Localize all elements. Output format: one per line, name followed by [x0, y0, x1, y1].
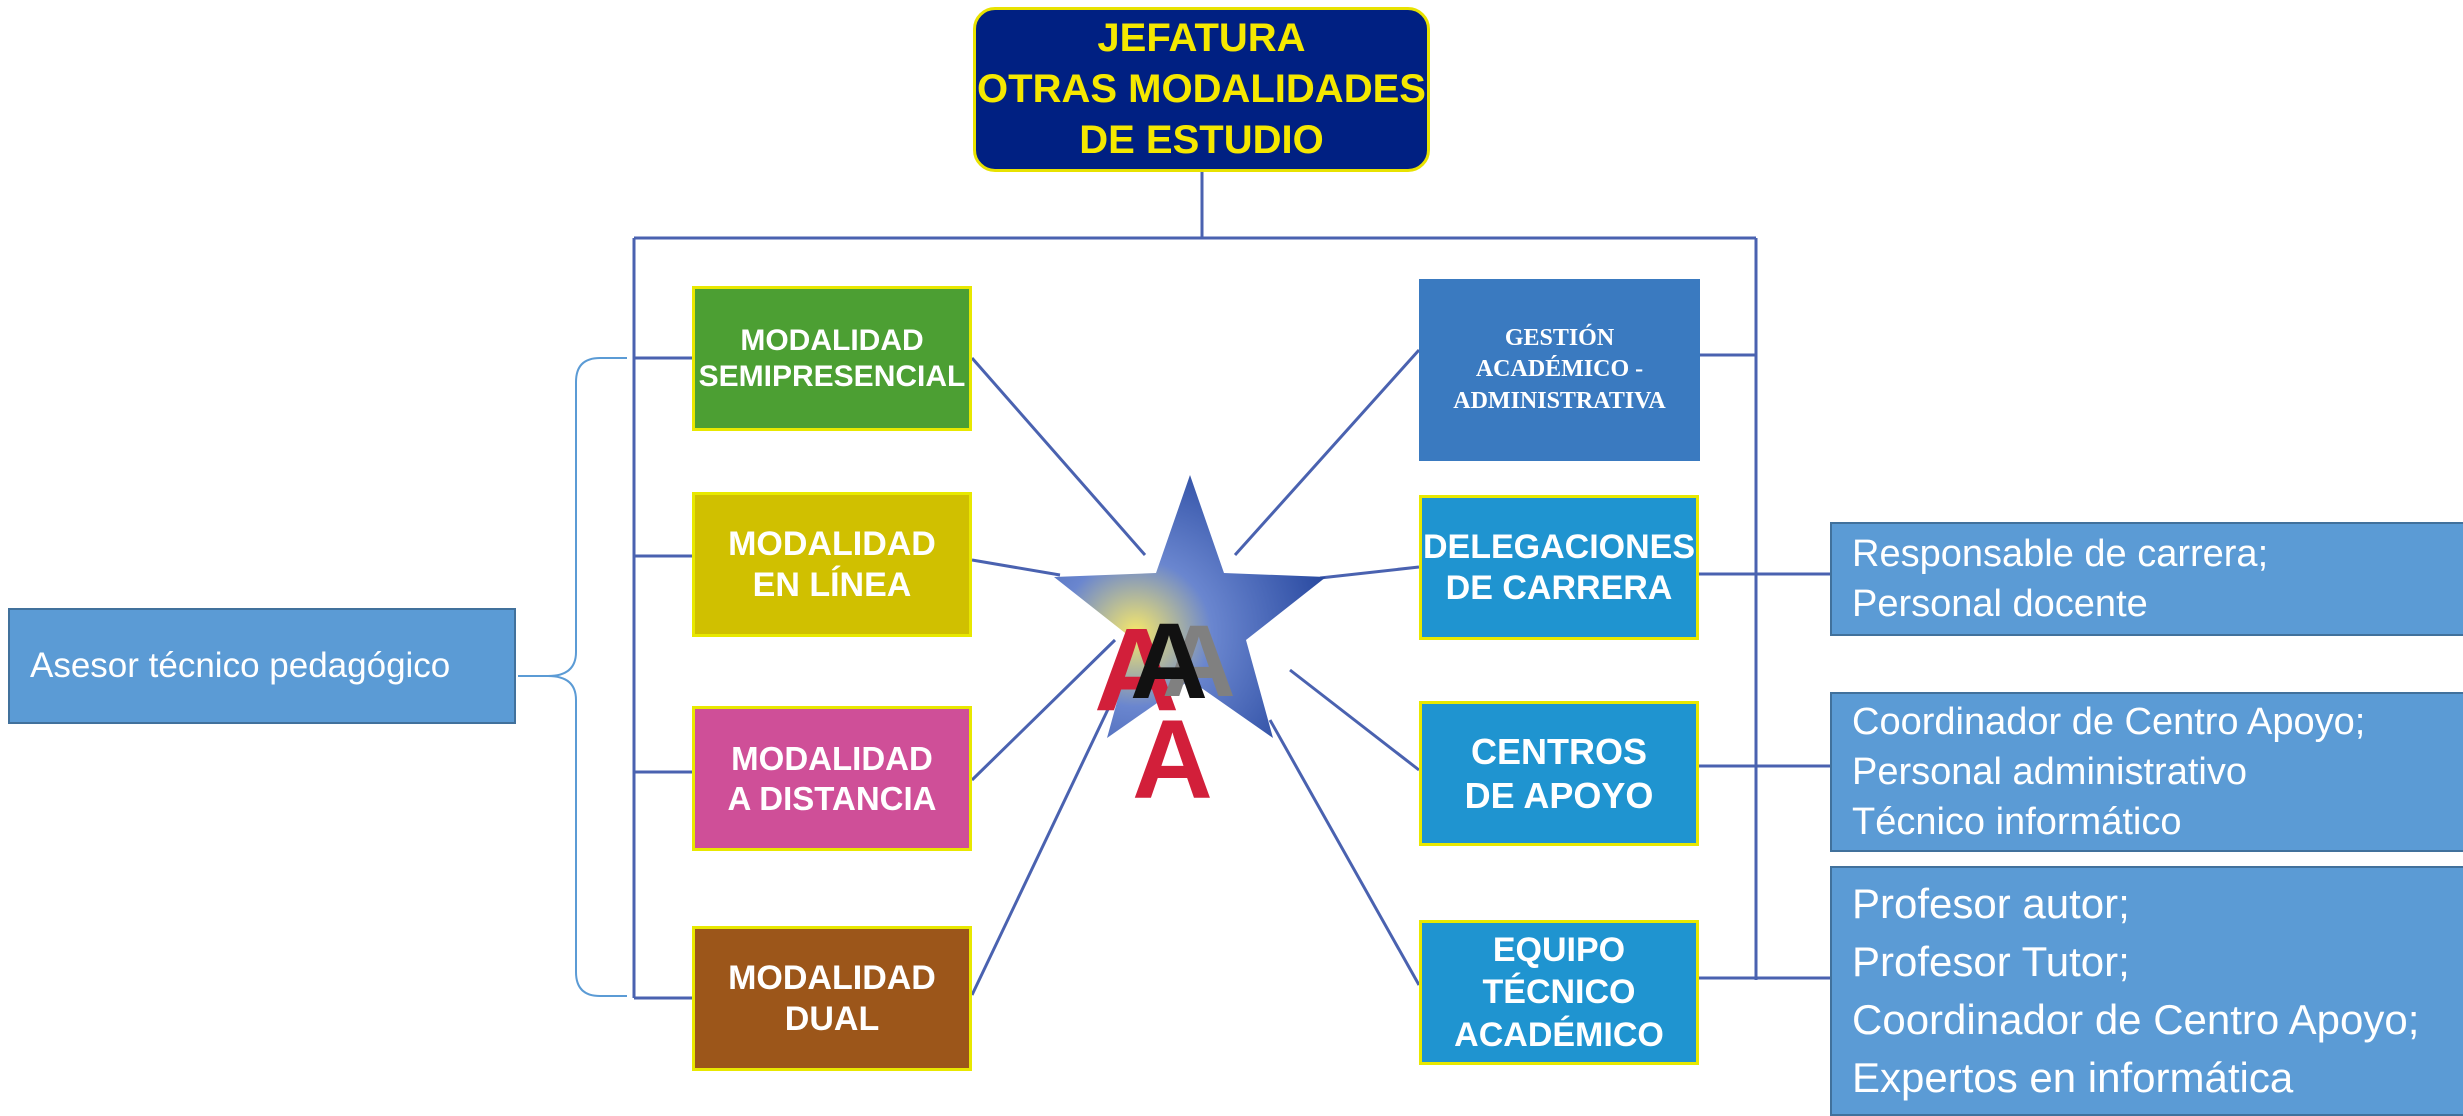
jefatura-line-3: DE ESTUDIO: [1079, 118, 1324, 163]
centros-apoyo-box: CENTROS DE APOYO: [1419, 701, 1699, 846]
delegaciones-box: DELEGACIONES DE CARRERA: [1419, 495, 1699, 640]
box-line: DE CARRERA: [1445, 568, 1673, 607]
note-line: Asesor técnico pedagógico: [30, 646, 451, 685]
svg-text:A: A: [1132, 697, 1213, 810]
box-line: MODALIDAD: [728, 524, 936, 563]
box-line: TÉCNICO: [1482, 973, 1636, 1012]
box-line: A DISTANCIA: [727, 779, 937, 817]
box-line: CENTROS: [1470, 731, 1647, 773]
box-line: DUAL: [784, 999, 880, 1038]
delegaciones-note: Responsable de carrera; Personal docente: [1830, 522, 2463, 636]
box-line: SEMIPRESENCIAL: [698, 359, 966, 393]
svg-text:A: A: [1094, 604, 1179, 736]
centros-note: Coordinador de Centro Apoyo; Personal ad…: [1830, 692, 2463, 852]
box-line: ACADÉMICO -: [1475, 356, 1644, 383]
note-line: Coordinador de Centro Apoyo;: [1852, 996, 2420, 1043]
box-line: EQUIPO: [1492, 930, 1626, 969]
equipo-tecnico-box: EQUIPO TÉCNICO ACADÉMICO: [1419, 920, 1699, 1065]
modalidad-semipresencial-box: MODALIDAD SEMIPRESENCIAL: [692, 286, 972, 431]
box-line: GESTIÓN: [1504, 325, 1615, 352]
svg-text:A: A: [1130, 600, 1208, 721]
note-line: Expertos en informática: [1852, 1053, 2294, 1101]
jefatura-line-2: OTRAS MODALIDADES: [977, 66, 1426, 111]
box-line: MODALIDAD: [740, 323, 924, 357]
box-line: MODALIDAD: [728, 958, 936, 997]
svg-text:A: A: [1162, 604, 1236, 718]
note-line: Personal administrativo: [1852, 750, 2247, 793]
asesor-note: Asesor técnico pedagógico: [8, 608, 516, 724]
box-line: EN LÍNEA: [752, 565, 912, 604]
note-line: Profesor Tutor;: [1852, 938, 2130, 986]
box-line: MODALIDAD: [731, 739, 933, 777]
modalidad-dual-box: MODALIDAD DUAL: [692, 926, 972, 1071]
modalidad-a-distancia-box: MODALIDAD A DISTANCIA: [692, 706, 972, 851]
box-line: DE APOYO: [1464, 774, 1654, 816]
box-line: ACADÉMICO: [1454, 1015, 1664, 1054]
box-line: DELEGACIONES: [1422, 527, 1696, 566]
jefatura-box: JEFATURA OTRAS MODALIDADES DE ESTUDIO: [973, 7, 1430, 172]
note-line: Técnico informático: [1852, 801, 2182, 844]
note-line: Coordinador de Centro Apoyo;: [1852, 700, 2366, 743]
equipo-note: Profesor autor; Profesor Tutor; Coordina…: [1830, 866, 2463, 1116]
note-line: Responsable de carrera;: [1852, 532, 2269, 575]
box-line: ADMINISTRATIVA: [1453, 387, 1666, 414]
note-line: Profesor autor;: [1852, 880, 2130, 928]
gestion-academico-box: GESTIÓN ACADÉMICO - ADMINISTRATIVA: [1419, 279, 1700, 461]
jefatura-line-1: JEFATURA: [1097, 15, 1306, 60]
modalidad-en-linea-box: MODALIDAD EN LÍNEA: [692, 492, 972, 637]
note-line: Personal docente: [1852, 583, 2148, 625]
star-logo-icon: A A A A: [1054, 475, 1326, 810]
